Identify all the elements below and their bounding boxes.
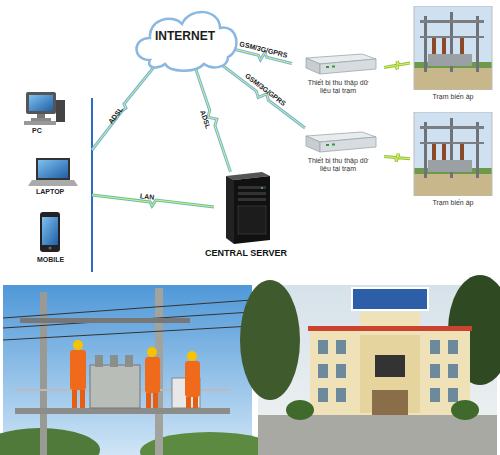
- link-glow: [384, 154, 410, 162]
- edge-label: GSM/3G/GPRS: [244, 72, 287, 107]
- link-stroke: [193, 62, 230, 172]
- node-text: INTERNET: [128, 29, 242, 43]
- laptop-icon: [28, 158, 78, 186]
- substation-photo-art: [410, 112, 496, 196]
- node-text: Trạm biến áp: [410, 199, 496, 206]
- link-line: [193, 62, 230, 172]
- link-stroke: [384, 154, 410, 162]
- substation-photo-art: [410, 6, 496, 90]
- client-bus: [92, 62, 214, 272]
- link-line: [384, 61, 410, 69]
- link-stroke: [384, 61, 410, 69]
- text-label: ADSL: [107, 106, 124, 125]
- data-collector-box-art: [292, 50, 384, 78]
- building-photo: [240, 275, 500, 455]
- text-label: LAPTOP: [36, 188, 64, 195]
- server-tower: CENTRAL SERVER: [200, 172, 292, 264]
- text-label: MOBILE: [37, 256, 64, 263]
- link-line: [218, 62, 305, 128]
- text-label: LAN: [140, 192, 155, 200]
- link-glow: [218, 62, 305, 128]
- link-stroke: [218, 62, 305, 128]
- node-text: Trạm biến áp: [410, 93, 496, 100]
- data-collector-box: Thiết bị thu thập dữ liệu tại trạm: [292, 128, 384, 178]
- node-text: Thiết bị thu thập dữ liệu tại trạm: [303, 157, 373, 173]
- node-text: CENTRAL SERVER: [200, 248, 292, 258]
- data-collector-box-art: [292, 128, 384, 156]
- data-collector-box: Thiết bị thu thập dữ liệu tại trạm: [292, 50, 384, 100]
- workers-photo: [0, 285, 280, 455]
- cloud-shape: INTERNET: [128, 2, 242, 72]
- server-tower-art: [200, 172, 292, 244]
- mobile-icon: [40, 212, 60, 252]
- pc-icon: [24, 92, 65, 125]
- node-text: Thiết bị thu thập dữ liệu tại trạm: [303, 79, 373, 95]
- link-glow: [193, 62, 230, 172]
- text-label: PC: [32, 127, 42, 134]
- link-glow: [384, 61, 410, 69]
- substation-photo: Trạm biến áp: [410, 112, 496, 212]
- substation-photo: Trạm biến áp: [410, 6, 496, 106]
- link-line: [384, 154, 410, 162]
